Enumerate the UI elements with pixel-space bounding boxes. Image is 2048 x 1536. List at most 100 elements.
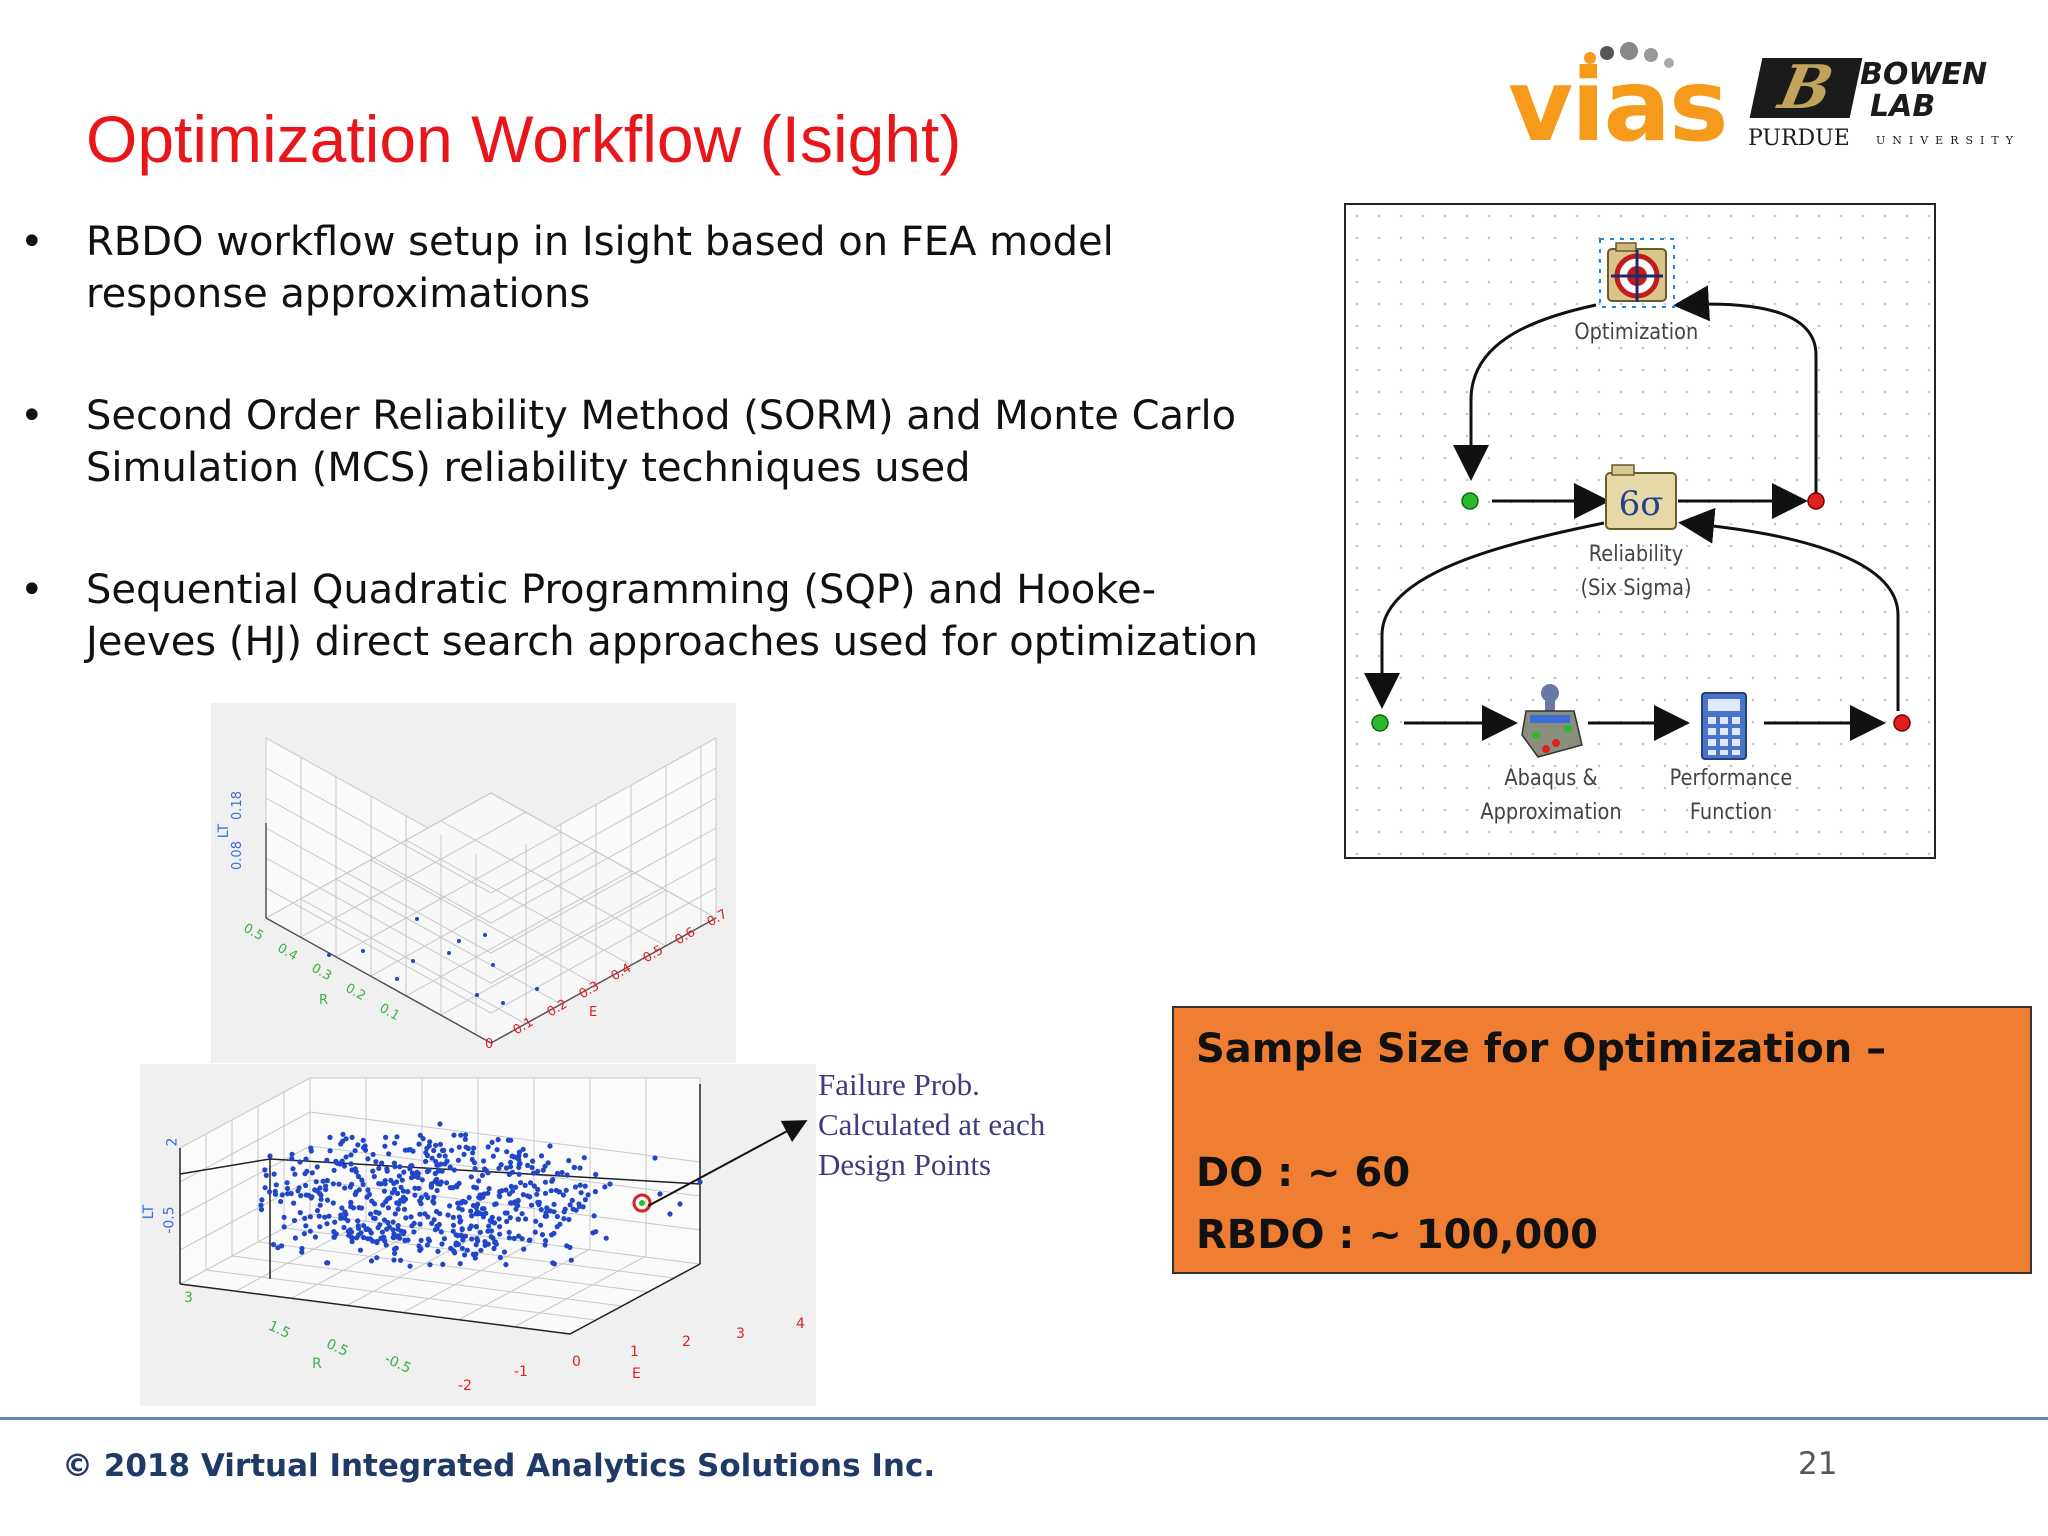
logo-dot xyxy=(1644,48,1658,62)
data-point xyxy=(462,1136,468,1142)
data-point xyxy=(499,1188,505,1194)
data-point xyxy=(506,1191,513,1197)
data-point xyxy=(526,1237,532,1243)
data-point xyxy=(307,1228,313,1234)
purdue-text: PURDUE xyxy=(1748,126,1850,151)
data-point xyxy=(551,1261,557,1267)
data-point xyxy=(275,1245,281,1251)
data-point xyxy=(359,1177,365,1183)
data-point xyxy=(425,1236,431,1242)
data-point xyxy=(331,1167,337,1173)
data-point xyxy=(462,1199,468,1205)
data-point xyxy=(262,1167,268,1173)
data-point xyxy=(578,1190,584,1196)
data-point xyxy=(262,1185,268,1191)
data-point xyxy=(469,1236,475,1242)
sample-size-callout: Sample Size for Optimization – DO : ~ 60… xyxy=(1172,1006,2032,1274)
data-point xyxy=(457,1219,463,1225)
data-point xyxy=(382,1143,388,1149)
reliability-node-label: Reliability xyxy=(1588,542,1684,567)
data-point xyxy=(560,1192,566,1198)
z-axis-label: LT xyxy=(141,1204,158,1220)
data-point xyxy=(482,1166,488,1172)
data-point xyxy=(395,1226,401,1232)
calculator-icon xyxy=(1701,692,1747,760)
data-point xyxy=(380,1202,386,1208)
data-point xyxy=(338,1215,344,1221)
data-point xyxy=(538,1207,544,1213)
data-point xyxy=(562,1206,568,1212)
data-point xyxy=(442,1153,448,1159)
data-point xyxy=(519,1236,525,1242)
data-point xyxy=(272,1191,279,1197)
data-point xyxy=(390,1227,396,1233)
data-point xyxy=(455,1157,461,1163)
data-point xyxy=(564,1172,570,1178)
data-point xyxy=(361,1223,367,1229)
data-point xyxy=(358,1230,364,1236)
data-point xyxy=(376,1165,382,1171)
data-point xyxy=(479,1172,485,1178)
data-point xyxy=(362,1143,368,1149)
data-point xyxy=(332,1219,338,1225)
data-point xyxy=(504,1149,510,1155)
data-point xyxy=(498,1162,504,1168)
data-point xyxy=(545,1160,551,1166)
data-point xyxy=(466,1194,472,1201)
data-point xyxy=(366,1191,373,1198)
data-point xyxy=(585,1192,591,1198)
data-point xyxy=(384,1168,390,1174)
data-point xyxy=(513,1184,519,1190)
data-point xyxy=(322,1214,328,1220)
data-point xyxy=(458,1200,464,1206)
data-point xyxy=(395,1206,401,1212)
data-point xyxy=(506,1229,512,1235)
data-point xyxy=(432,1170,438,1177)
data-point xyxy=(343,1136,349,1142)
data-point xyxy=(449,1147,455,1153)
data-point xyxy=(502,1210,508,1216)
data-point xyxy=(529,1165,535,1171)
x-tick: 3 xyxy=(736,1326,745,1342)
data-point xyxy=(553,1187,559,1193)
data-point xyxy=(539,1232,546,1238)
data-point xyxy=(378,1235,384,1241)
data-point xyxy=(581,1155,587,1161)
data-point xyxy=(470,1150,476,1156)
data-point xyxy=(511,1235,517,1241)
data-point xyxy=(398,1257,404,1263)
data-point xyxy=(472,1255,478,1261)
data-point xyxy=(447,1185,453,1191)
data-point xyxy=(317,1190,323,1197)
data-point xyxy=(313,1179,319,1185)
data-point xyxy=(424,1152,430,1159)
data-point xyxy=(314,1164,320,1170)
data-point xyxy=(440,1261,446,1267)
data-point xyxy=(383,1199,389,1205)
data-point xyxy=(491,1220,498,1226)
data-point xyxy=(299,1249,305,1255)
data-point xyxy=(516,1171,522,1177)
page-number: 21 xyxy=(1798,1446,1838,1482)
data-point xyxy=(592,1189,598,1195)
data-point xyxy=(392,1140,398,1146)
data-point xyxy=(490,1235,496,1241)
data-point xyxy=(266,1189,273,1195)
data-point xyxy=(549,1232,555,1238)
data-point xyxy=(390,1234,396,1240)
data-point xyxy=(593,1171,599,1178)
data-point xyxy=(387,1195,393,1201)
data-point xyxy=(469,1213,475,1219)
data-point xyxy=(527,1194,533,1200)
data-point xyxy=(391,1257,397,1263)
data-point xyxy=(477,1229,483,1235)
data-point xyxy=(341,1224,347,1231)
data-point xyxy=(506,1171,512,1177)
data-point xyxy=(543,1238,549,1244)
data-point xyxy=(281,1224,287,1230)
data-point xyxy=(383,1134,389,1140)
data-point xyxy=(456,1214,462,1220)
data-point xyxy=(290,1166,296,1172)
data-point xyxy=(497,1224,503,1230)
data-point xyxy=(407,1166,413,1172)
